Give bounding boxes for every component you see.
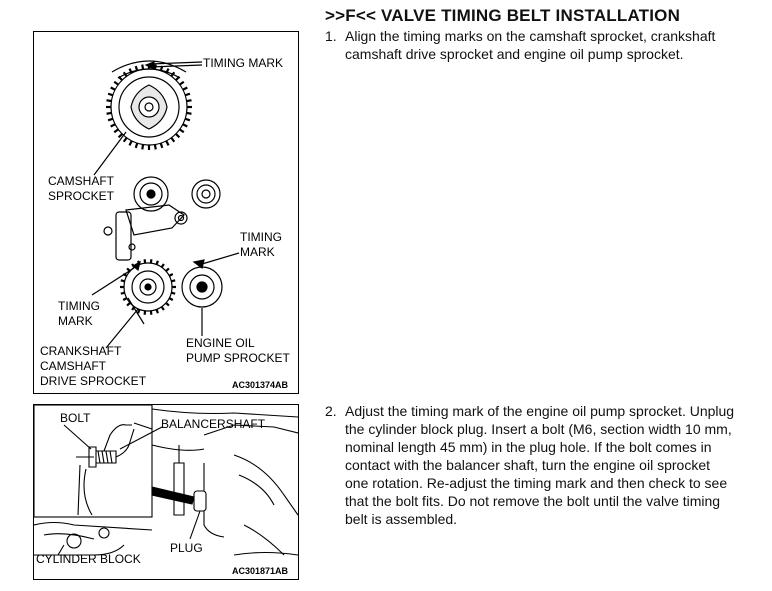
label-timing-mark-right-line1: TIMING — [240, 230, 282, 244]
sprocket-tooth — [106, 99, 112, 103]
label-crankshaft-line2: CAMSHAFT — [40, 359, 106, 373]
figure-timing-marks: TIMING MARK CAMSHAFT SPROCKET TIMING MAR… — [33, 31, 299, 394]
sprocket-tooth — [159, 142, 164, 149]
figure1-code: AC301374AB — [232, 380, 289, 390]
balancer-shaft-bolt-drawing — [34, 405, 298, 556]
sprocket-tooth — [113, 80, 119, 86]
step-2-text: Adjust the timing mark of the engine oil… — [345, 403, 735, 527]
sprocket-tooth — [110, 86, 116, 91]
step-2-number: 2. — [325, 403, 337, 419]
camshaft-sprocket-teeth — [106, 64, 192, 150]
sprocket-tooth — [182, 86, 188, 91]
sprocket-tooth — [186, 111, 192, 115]
label-engine-oil-line1: ENGINE OIL — [186, 336, 255, 350]
sprocket-tooth — [141, 64, 145, 70]
sprocket-tooth — [179, 80, 185, 86]
label-cylinder-block: CYLINDER BLOCK — [36, 552, 141, 566]
sprocket-tooth — [168, 297, 174, 301]
figure2-code: AC301871AB — [232, 566, 289, 576]
label-camshaft-sprocket-line1: CAMSHAFT — [48, 174, 114, 188]
label-timing-mark-top: TIMING MARK — [203, 56, 283, 70]
label-crankshaft-line1: CRANKSHAFT — [40, 344, 122, 358]
sprocket-tooth — [155, 260, 159, 265]
sprocket-tooth — [110, 123, 116, 128]
sprocket-tooth — [170, 137, 176, 143]
label-balancershaft: BALANCERSHAFT — [161, 417, 266, 431]
label-timing-mark-right-line2: MARK — [240, 245, 275, 259]
sprocket-tooth — [165, 140, 170, 146]
sprocket-tooth — [122, 297, 128, 301]
sprocket-tooth — [171, 279, 176, 283]
timing-belt-sprocket-drawing — [91, 60, 240, 349]
sprocket-tooth — [120, 291, 125, 295]
sprocket-tooth — [137, 309, 141, 314]
sprocket-tooth — [117, 133, 123, 139]
label-crankshaft-line3: DRIVE SPROCKET — [40, 374, 147, 388]
sprocket-tooth — [141, 144, 145, 150]
sprocket-tooth — [179, 128, 185, 134]
sprocket-tooth — [134, 142, 139, 149]
sprocket-tooth — [122, 137, 128, 143]
sprocket-tooth — [153, 144, 157, 150]
label-timing-mark-left-line1: TIMING — [58, 299, 100, 313]
sprocket-tooth — [182, 123, 188, 128]
sprocket-tooth — [186, 99, 192, 103]
sprocket-tooth — [184, 92, 191, 97]
label-plug: PLUG — [170, 541, 203, 555]
sprocket-tooth — [106, 111, 112, 115]
sprocket-tooth — [126, 302, 131, 307]
sprocket-tooth — [184, 117, 191, 122]
sprocket-tooth — [168, 273, 174, 277]
sprocket-tooth — [160, 263, 165, 268]
sprocket-tooth — [107, 117, 114, 122]
label-camshaft-sprocket-line2: SPROCKET — [48, 189, 115, 203]
sprocket-tooth — [165, 267, 170, 272]
label-timing-mark-left-line2: MARK — [58, 314, 93, 328]
label-engine-oil-line2: PUMP SPROCKET — [186, 351, 290, 365]
step-1-number: 1. — [325, 28, 337, 44]
figure-balancer-bolt: BOLT BALANCERSHAFT PLUG CYLINDER BLOCK A… — [33, 404, 299, 580]
step-1-text: Align the timing marks on the camshaft s… — [345, 28, 716, 62]
sprocket-tooth — [165, 302, 170, 307]
sprocket-tooth — [113, 128, 119, 134]
sprocket-tooth — [171, 291, 176, 295]
sprocket-tooth — [128, 140, 133, 146]
label-bolt: BOLT — [60, 411, 91, 425]
sprocket-tooth — [120, 279, 125, 283]
sprocket-tooth — [107, 92, 114, 97]
sprocket-tooth — [155, 309, 159, 314]
section-heading: >>F<< VALVE TIMING BELT INSTALLATION — [325, 6, 681, 25]
sprocket-tooth — [175, 133, 181, 139]
crankshaft-sprocket-teeth — [120, 259, 176, 315]
sprocket-tooth — [160, 306, 165, 311]
